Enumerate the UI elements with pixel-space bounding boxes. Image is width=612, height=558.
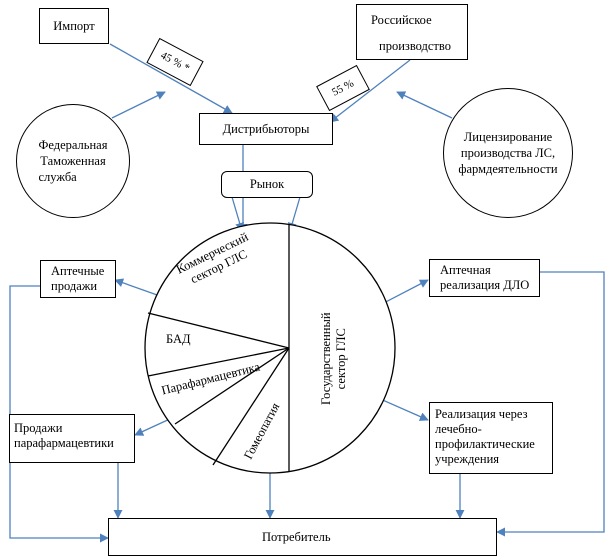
market-box: Рынок	[221, 171, 313, 198]
arrow-pie-to-parapharm-sales	[134, 417, 173, 436]
institutions-label-2: лечебно-	[435, 422, 482, 436]
russian-production-box: Российское производство	[356, 4, 468, 60]
arrow-market-to-pie	[231, 196, 245, 232]
arrow-import-to-distributors	[109, 43, 233, 114]
segment-bad-text: БАД	[166, 332, 191, 346]
institutions-label-3: профилактические	[435, 437, 535, 451]
institutions-label-1: Реализация через	[435, 407, 528, 421]
divider-homeopathy-state	[212, 347, 290, 466]
licensing-circle: Лицензирование производства ЛС, фармдеят…	[443, 88, 573, 218]
dlo-label-2: реализация ДЛО	[440, 278, 530, 292]
arrow-pie-to-pharmacy-sales	[114, 278, 161, 297]
pharmacy-sales-box: Аптечные продажи	[40, 260, 116, 298]
market-label: Рынок	[249, 177, 285, 191]
russian-production-label-2: производство	[379, 39, 451, 53]
divider-commercial-bad	[147, 312, 290, 349]
russian-production-label-1: Российское	[371, 13, 432, 27]
arrow-licensing-to-russian-link	[396, 91, 453, 119]
pharmacy-sales-label-2: продажи	[51, 279, 98, 293]
licensing-label-1: Лицензирование	[463, 130, 553, 144]
customs-circle: Федеральная Таможенная служба	[16, 104, 130, 218]
russian-share-label: 55 %	[330, 77, 356, 99]
arrow-pie-to-institutions	[377, 397, 429, 421]
market-pie	[144, 222, 396, 474]
divider-bad-parapharm	[147, 347, 290, 377]
dlo-box: Аптечная реализация ДЛО	[429, 259, 540, 297]
import-label: Импорт	[53, 18, 95, 33]
segment-bad-label: БАД	[166, 332, 191, 347]
segment-state-label: Государственный сектор ГЛС	[319, 312, 349, 405]
import-share-label: 45 % *	[158, 49, 192, 75]
arrow-russian-to-distributors	[329, 59, 411, 123]
consumer-label: Потребитель	[262, 530, 331, 544]
licensing-label-2: производства ЛС,	[460, 146, 556, 160]
divider-parapharm-homeopathy	[174, 347, 290, 425]
segment-state-line-2: сектор ГЛС	[334, 328, 348, 390]
licensing-label-3: фармдеятельности	[458, 162, 558, 176]
pharmacy-sales-label-1: Аптечные	[51, 264, 105, 278]
parapharm-sales-label-1: Продажи	[14, 421, 63, 435]
segment-state-line-1: Государственный	[319, 312, 333, 405]
customs-label-2: Таможенная	[40, 154, 106, 168]
institutions-label-4: учреждения	[435, 452, 500, 466]
parapharm-sales-box: Продажи парафармацевтики	[9, 414, 135, 463]
customs-label-3: служба	[38, 170, 77, 184]
dlo-label-1: Аптечная	[440, 263, 491, 277]
consumer-box: Потребитель	[108, 518, 497, 556]
arrow-customs-to-import-link	[111, 91, 166, 119]
distributors-label: Дистрибьюторы	[222, 121, 310, 136]
market-circle	[144, 222, 396, 474]
institutions-box: Реализация через лечебно- профилактическ…	[429, 402, 553, 474]
import-box: Импорт	[39, 8, 109, 44]
arrow-pharmacy-sales-to-consumer	[9, 285, 109, 543]
distributors-box: Дистрибьюторы	[199, 113, 333, 145]
parapharm-sales-label-2: парафармацевтики	[14, 436, 114, 450]
customs-label-1: Федеральная	[38, 138, 108, 152]
arrow-dlo-to-consumer	[496, 271, 605, 537]
